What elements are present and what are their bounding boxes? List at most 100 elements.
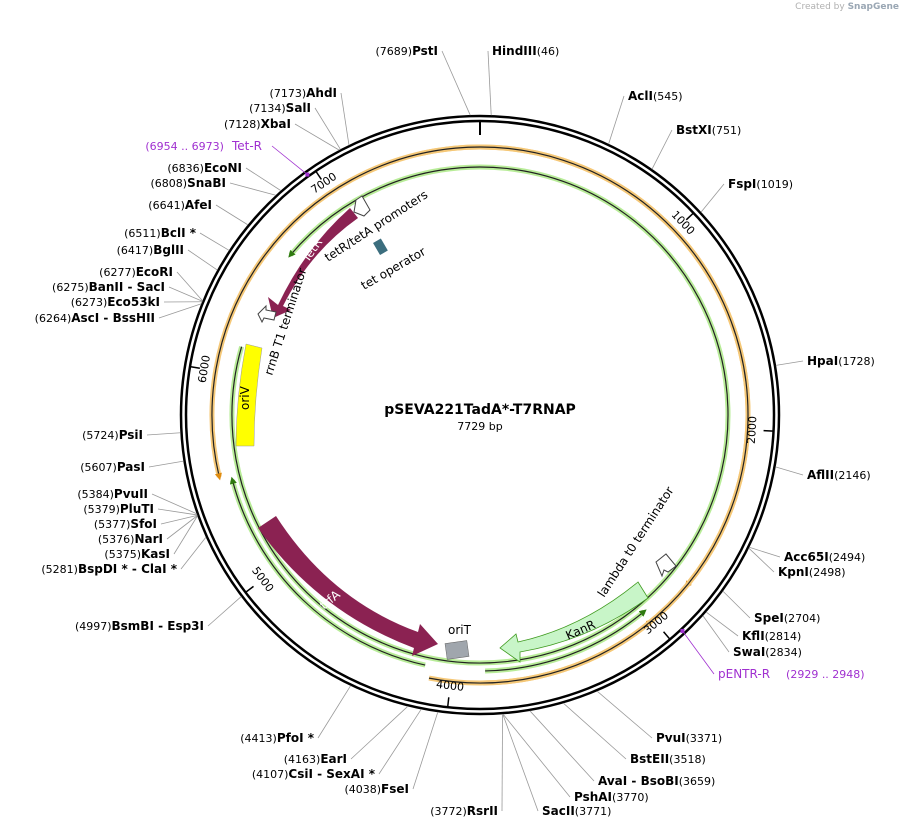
orf-left-green <box>229 476 426 666</box>
site-position: (6277) <box>99 266 136 279</box>
tick-mark <box>763 429 774 432</box>
primer-pentr-r-mark <box>680 628 685 633</box>
orf-left-orange <box>211 146 749 684</box>
site-banii[interactable]: (6275)BanII - SacI <box>52 280 165 294</box>
site-pshai[interactable]: PshAI(3770) <box>574 790 649 804</box>
site-bsmbi[interactable]: (4997)BsmBI - Esp3I <box>75 619 204 633</box>
site-bglii[interactable]: (6417)BglII <box>117 243 184 257</box>
site-name: BspDI * - ClaI * <box>78 562 178 576</box>
oriv-feature[interactable] <box>235 343 263 447</box>
site-kasi[interactable]: (5375)KasI <box>104 547 170 561</box>
site-pfoi[interactable]: (4413)PfoI * <box>240 731 314 745</box>
site-rsrii[interactable]: (3772)RsrII <box>430 804 498 818</box>
site-position: (3770) <box>612 791 649 804</box>
site-afei[interactable]: (6641)AfeI <box>148 198 212 212</box>
site-name: FspI <box>728 177 756 191</box>
site-name: SwaI <box>733 645 765 659</box>
site-pluti[interactable]: (5379)PluTI <box>83 502 154 516</box>
site-eari[interactable]: (4163)EarI <box>284 752 347 766</box>
site-position: (7128) <box>224 118 261 131</box>
site-position: (3659) <box>679 775 716 788</box>
site-position: (3371) <box>686 732 723 745</box>
site-pvui[interactable]: PvuI(3371) <box>656 731 722 745</box>
site-name: BsmBI - Esp3I <box>112 619 204 633</box>
site-asci[interactable]: (6264)AscI - BssHII <box>35 311 155 325</box>
site-name: NarI <box>134 532 163 546</box>
site-snabi[interactable]: (6808)SnaBI <box>151 176 226 190</box>
site-hindiii[interactable]: HindIII(46) <box>492 44 559 58</box>
site-name: AvaI - BsoBI <box>598 774 679 788</box>
site-bsteii-line <box>563 702 627 760</box>
site-bsteii[interactable]: BstEII(3518) <box>630 752 706 766</box>
site-kfli[interactable]: KflI(2814) <box>742 629 801 643</box>
site-name: PvuI <box>656 731 686 745</box>
orf-bottom-green <box>485 609 647 672</box>
site-fsei[interactable]: (4038)FseI <box>344 782 409 796</box>
site-econi[interactable]: (6836)EcoNI <box>167 161 242 175</box>
site-position: (3772) <box>430 805 467 818</box>
site-avai[interactable]: AvaI - BsoBI(3659) <box>598 774 715 788</box>
site-name: SnaBI <box>187 176 226 190</box>
primer-pentr-r[interactable]: pENTR-R(2929 .. 2948) <box>718 667 865 681</box>
site-sfoi[interactable]: (5377)SfoI <box>94 517 157 531</box>
primer-position: (6954 .. 6973) <box>145 140 224 153</box>
site-name: HindIII <box>492 44 537 58</box>
tick-mark <box>446 697 450 708</box>
site-eco53ki[interactable]: (6273)Eco53kI <box>71 295 160 309</box>
tetr-feature[interactable] <box>268 208 358 318</box>
site-econi-line <box>245 167 282 191</box>
site-pasi[interactable]: (5607)PasI <box>80 460 145 474</box>
primer-name: Tet-R <box>231 139 262 153</box>
orit-feature[interactable] <box>444 640 470 660</box>
site-sacii[interactable]: SacII(3771) <box>542 804 611 818</box>
site-pvuii[interactable]: (5384)PvuII <box>77 487 148 501</box>
site-bcli[interactable]: (6511)BclI * <box>124 226 197 240</box>
kanr-feature[interactable] <box>499 581 649 663</box>
site-ahdi-line <box>340 92 350 146</box>
primer-tet-r[interactable]: (6954 .. 6973) Tet-R <box>145 139 262 153</box>
site-kpni[interactable]: KpnI(2498) <box>778 565 845 579</box>
restriction-sites: (7689)PstI HindIII(46) AclI(545) BstXI(751)… <box>35 44 875 818</box>
site-ahdi[interactable]: (7173)AhdI <box>270 86 337 100</box>
site-xbai[interactable]: (7128)XbaI <box>224 117 291 131</box>
site-position: (7689) <box>375 45 412 58</box>
site-name: AhdI <box>306 86 337 100</box>
site-name: BanII - SacI <box>89 280 165 294</box>
site-position: (7173) <box>270 87 307 100</box>
lambda-terminator-icon <box>655 553 677 578</box>
site-bstxi[interactable]: BstXI(751) <box>676 123 741 137</box>
site-position: (751) <box>712 124 742 137</box>
site-psii[interactable]: (5724)PsiI <box>82 428 143 442</box>
site-bspdi[interactable]: (5281)BspDI * - ClaI * <box>41 562 177 576</box>
site-aflii[interactable]: AflII(2146) <box>807 468 871 482</box>
site-name: SpeI <box>754 611 784 625</box>
site-psti[interactable]: (7689)PstI <box>375 44 438 58</box>
orit-label: oriT <box>448 623 472 637</box>
site-fspi[interactable]: FspI(1019) <box>728 177 793 191</box>
site-name: BglII <box>153 243 184 257</box>
site-nari[interactable]: (5376)NarI <box>98 532 163 546</box>
site-position: (4163) <box>284 753 321 766</box>
site-swai-line <box>702 615 730 653</box>
site-sali[interactable]: (7134)SalI <box>249 101 311 115</box>
primer-tet-r-mark <box>305 172 310 177</box>
site-acli[interactable]: AclI(545) <box>628 89 683 103</box>
site-position: (2834) <box>765 646 802 659</box>
site-position: (6511) <box>124 227 161 240</box>
site-name: Acc65I <box>784 550 829 564</box>
site-swai[interactable]: SwaI(2834) <box>733 645 802 659</box>
site-ecori[interactable]: (6277)EcoRI <box>99 265 173 279</box>
site-csii[interactable]: (4107)CsiI - SexAI * <box>252 767 376 781</box>
site-hpai[interactable]: HpaI(1728) <box>807 354 875 368</box>
site-position: (4413) <box>240 732 277 745</box>
plasmid-name: pSEVA221TadA*-T7RNAP <box>384 402 576 418</box>
site-asci-line <box>158 303 202 319</box>
primer-position: (2929 .. 2948) <box>786 668 865 681</box>
site-position: (2498) <box>809 566 846 579</box>
tet-operator-feature[interactable] <box>373 238 388 256</box>
site-hindiii-line <box>487 50 492 116</box>
trfa-feature[interactable] <box>258 516 438 656</box>
site-spei[interactable]: SpeI(2704) <box>754 611 820 625</box>
site-acc65i[interactable]: Acc65I(2494) <box>784 550 865 564</box>
